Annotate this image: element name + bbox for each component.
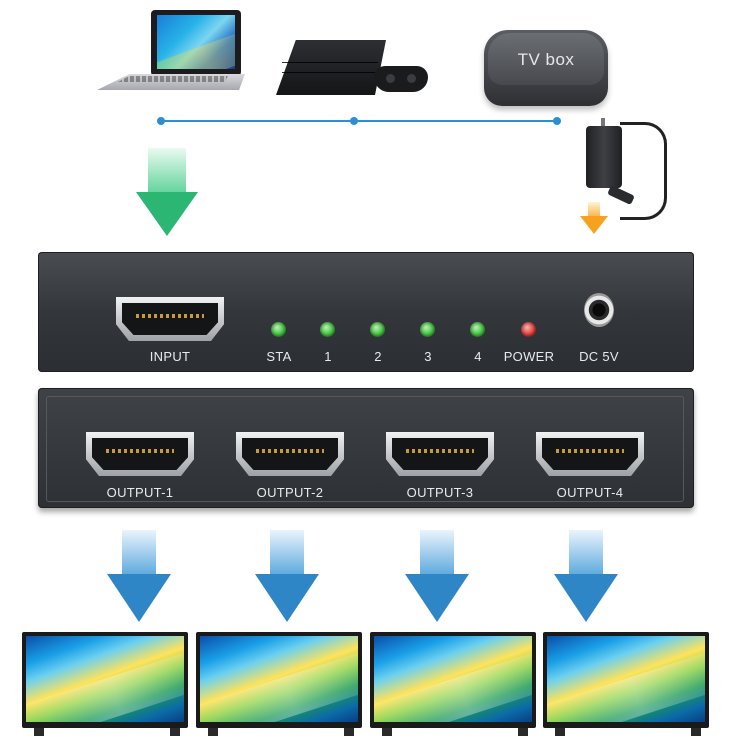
output-arrow-icon (255, 574, 319, 622)
adapter-cable (620, 122, 667, 220)
output-arrow-shaft (569, 530, 603, 576)
console-detail (282, 62, 378, 63)
hdmi-port-icon (86, 432, 194, 476)
input-label: INPUT (149, 349, 191, 364)
laptop-keyboard (118, 76, 228, 82)
hdmi-port-icon (116, 297, 224, 341)
power-arrow-shaft (588, 202, 600, 218)
input-arrow-shaft (148, 148, 186, 194)
led-power (521, 322, 536, 337)
indicator-label: POWER (503, 349, 555, 364)
tv-stand (691, 728, 701, 736)
tv-stand (208, 728, 218, 736)
led-3 (420, 322, 435, 337)
tv-stand (34, 728, 44, 736)
panel-recess (46, 396, 684, 502)
tv-icon (196, 632, 362, 728)
output-arrow-icon (554, 574, 618, 622)
tv-stand (518, 728, 528, 736)
output-label: OUTPUT-2 (256, 485, 324, 500)
indicator-label: 4 (474, 349, 482, 364)
tv-stand (170, 728, 180, 736)
tv-icon (370, 632, 536, 728)
led-4 (470, 322, 485, 337)
indicator-label: 2 (374, 349, 382, 364)
input-arrow-icon (136, 192, 198, 236)
hdmi-port-icon (236, 432, 344, 476)
laptop-icon (151, 10, 241, 76)
tv-box-label: TV box (517, 50, 575, 69)
output-arrow-shaft (270, 530, 304, 576)
led-2 (370, 322, 385, 337)
led-1 (320, 322, 335, 337)
connector-dot (157, 117, 165, 125)
controller-icon (374, 66, 428, 92)
led-sta (271, 322, 286, 337)
tv-icon (22, 632, 188, 728)
tv-icon (543, 632, 709, 728)
indicator-label: 1 (324, 349, 332, 364)
connector-dot (553, 117, 561, 125)
power-label: DC 5V (579, 349, 619, 364)
tv-stand (382, 728, 392, 736)
tv-stand (344, 728, 354, 736)
tv-box-icon (484, 30, 608, 106)
output-label: OUTPUT-4 (556, 485, 624, 500)
hdmi-port-icon (386, 432, 494, 476)
connector-dot (350, 117, 358, 125)
output-arrow-icon (405, 574, 469, 622)
dc-jack-icon (584, 293, 614, 327)
tv-stand (555, 728, 565, 736)
indicator-label: 3 (424, 349, 432, 364)
output-label: OUTPUT-1 (106, 485, 174, 500)
indicator-label: STA (266, 349, 292, 364)
output-label: OUTPUT-3 (406, 485, 474, 500)
adapter-prong (601, 118, 605, 128)
output-arrow-shaft (122, 530, 156, 576)
game-console-icon (276, 40, 386, 95)
power-adapter-icon (586, 126, 622, 188)
output-arrow-icon (107, 574, 171, 622)
source-connector-line (161, 120, 557, 122)
power-arrow-icon (580, 216, 608, 234)
output-arrow-shaft (420, 530, 454, 576)
hdmi-port-icon (536, 432, 644, 476)
